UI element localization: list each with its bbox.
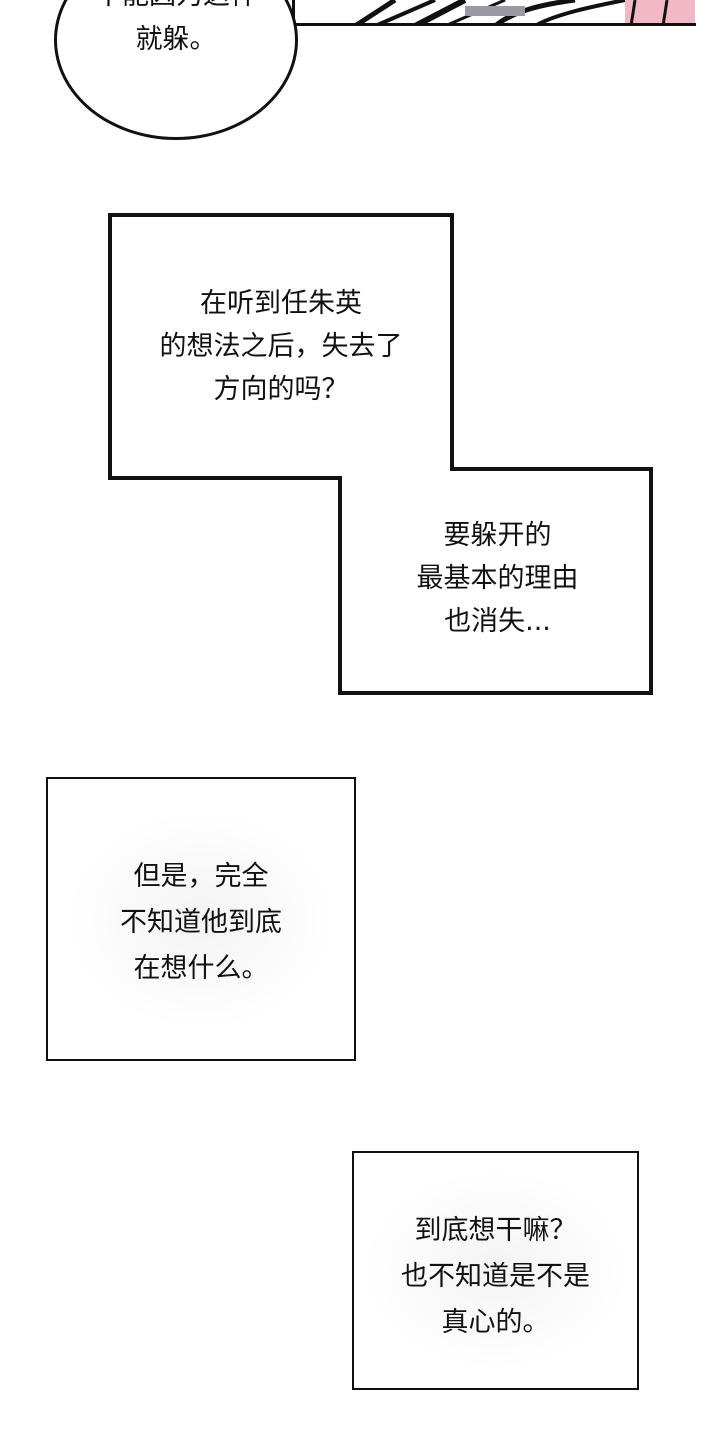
caption-line: 真心的。 — [441, 1307, 550, 1338]
caption-line: 但是，完全 — [133, 861, 269, 892]
art-panel-fragment — [292, 0, 696, 26]
bubble-line: 就躲。 — [135, 24, 217, 55]
caption-box — [46, 777, 356, 1061]
caption-line: 要躲开的 — [443, 520, 552, 551]
caption-line: 也不知道是不是 — [401, 1261, 590, 1292]
caption-lower-text: 要躲开的 最基本的理由 也消失... — [344, 514, 651, 643]
caption-glow — [362, 1170, 630, 1370]
caption-line: 在听到任朱英 — [200, 288, 362, 319]
caption-line: 最基本的理由 — [416, 563, 579, 594]
hair-strokes-illustration — [295, 0, 696, 23]
caption-line: 在想什么。 — [133, 953, 269, 984]
caption-line: 的想法之后，失去了 — [159, 331, 403, 362]
stepped-caption-box — [108, 213, 653, 695]
caption-box — [352, 1151, 639, 1390]
caption-line: 方向的吗？ — [213, 374, 349, 405]
caption-glow — [66, 810, 336, 1030]
caption-line: 不知道他到底 — [120, 907, 282, 938]
caption-line: 到底想干嘛？ — [414, 1215, 577, 1246]
bubble-line: 不能因为这样 — [54, 0, 298, 14]
caption-upper-text: 在听到任朱英 的想法之后，失去了 方向的吗？ — [110, 282, 452, 411]
caption-3-text: 到底想干嘛？ 也不知道是不是 真心的。 — [352, 1208, 639, 1346]
caption-2-text: 但是，完全 不知道他到底 在想什么。 — [46, 854, 356, 992]
caption-line: 也消失... — [444, 606, 551, 637]
